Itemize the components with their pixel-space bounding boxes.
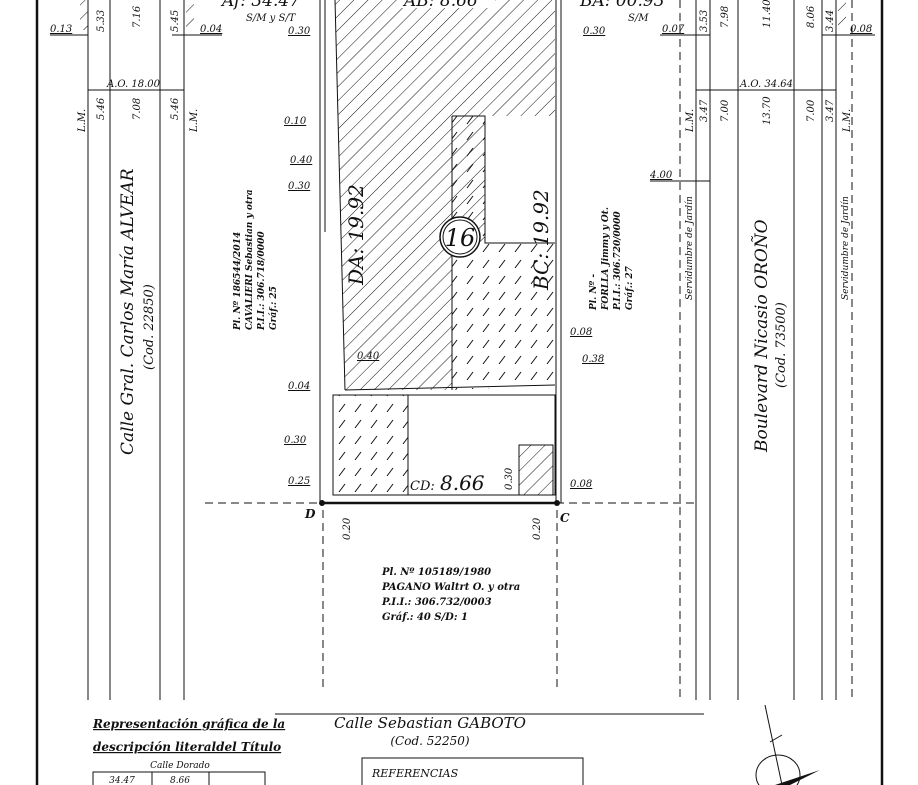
left-offset-2: 0.04: [200, 24, 222, 35]
dim: 0.20: [532, 517, 543, 540]
neighbor-line: Gráf.: 40 S/D: 1: [382, 612, 468, 623]
left-street-code: (Cod. 22850): [142, 284, 157, 370]
neighbor-line: Pl. Nº 186544/2014: [233, 232, 243, 331]
right-offset-2: 0.08: [850, 24, 872, 35]
title-table: [92, 771, 266, 785]
garden-label-2: Servidumbre de Jardín: [840, 196, 851, 300]
side-da: DA: 19.92: [344, 184, 368, 286]
neighbor-line: FORLLA Jimmy y Ot.: [601, 207, 611, 311]
side-ab: AB: 8.66: [402, 0, 478, 11]
table-cell: 34.47: [109, 776, 135, 785]
references-box: [361, 757, 584, 785]
dim: 13.70: [762, 96, 773, 125]
left-offset: 0.13: [50, 24, 72, 35]
dim: 0.30: [504, 467, 515, 490]
dim: 5.46: [96, 97, 107, 120]
lot-number-badge: 16: [439, 216, 481, 258]
neighbor-line: P.I.I.: 306.718/0000: [257, 231, 267, 331]
top-labels: [218, 0, 675, 8]
neighbor-line: CAVALIERI Sebastian y otra: [245, 189, 255, 330]
side-ba: BA: 00.93: [579, 0, 665, 11]
dim: 0.30: [583, 26, 606, 37]
dim: 7.00: [806, 99, 817, 122]
dim: 0.30: [288, 26, 311, 37]
neighbor-line: P.I.I.: 306.720/0000: [613, 211, 623, 311]
dim: 0.08: [570, 327, 592, 338]
dim: 0.04: [288, 381, 310, 392]
side-af: Af: 34.47: [220, 0, 300, 11]
dim: 3.47: [825, 99, 836, 122]
dim: 5.33: [96, 10, 107, 32]
title-line-1: Representación gráfica de la: [92, 717, 285, 731]
table-cell: 8.66: [170, 776, 190, 785]
dim: 7.98: [720, 6, 731, 28]
lm-label: L.M.: [842, 109, 853, 133]
right-street-name: Boulevard Nicasio OROÑO: [751, 219, 772, 453]
neighbor-line: Pl. Nº 105189/1980: [381, 567, 491, 578]
dim: 3.47: [699, 99, 710, 122]
dim: 7.00: [720, 99, 731, 122]
left-street-name: Calle Gral. Carlos María ALVEAR: [118, 168, 138, 455]
bottom-street-code: (Cod. 52250): [390, 734, 470, 748]
dim: 7.08: [132, 98, 143, 120]
neighbor-line: Gráf.: 27: [624, 265, 635, 310]
lm-label: L.M.: [685, 109, 696, 133]
neighbor-right: Pl. Nº - FORLLA Jimmy y Ot. P.I.I.: 306.…: [589, 207, 635, 311]
corner-d: D: [304, 507, 316, 521]
references-title: REFERENCIAS: [371, 767, 459, 780]
dim: 0.08: [570, 479, 592, 490]
title-line-2: descripción literaldel Título: [93, 740, 281, 754]
dim: 11.40: [762, 0, 773, 28]
right-street-code: (Cod. 73500): [774, 302, 789, 388]
dim: 0.40: [357, 351, 380, 362]
north-arrow-icon: [755, 704, 820, 785]
neighbor-bottom: Pl. Nº 105189/1980 PAGANO Waltrt O. y ot…: [381, 567, 520, 623]
neighbor-left: Pl. Nº 186544/2014 CAVALIERI Sebastian y…: [233, 189, 279, 331]
neighbor-line: PAGANO Waltrt O. y otra: [381, 582, 520, 593]
note-sm-st: S/M y S/T: [246, 13, 297, 24]
right-street-lines: [650, 0, 875, 700]
side-cd-value: 8.66: [440, 471, 485, 495]
side-cd-label: CD:: [410, 479, 435, 494]
lm-label: L.M.: [77, 109, 88, 133]
corner-c: C: [560, 511, 570, 525]
left-street-lines: [50, 0, 222, 700]
lm-label: L.M.: [189, 109, 200, 133]
neighbor-line: Pl. Nº -: [589, 274, 599, 311]
dim: 0.30: [288, 181, 311, 192]
dim: 7.16: [132, 5, 143, 28]
dim: 3.44: [825, 10, 836, 32]
neighbor-line: P.I.I.: 306.732/0003: [381, 597, 492, 608]
title-street: Calle Dorado: [150, 761, 210, 771]
bottom-street-name: Calle Sebastian GABOTO: [334, 714, 526, 732]
side-bc: BC: 19.92: [529, 189, 553, 291]
dim: 0.38: [582, 354, 604, 365]
neighbor-line: Gráf.: 25: [268, 286, 279, 330]
dim: 0.20: [342, 517, 353, 540]
dim: 0.40: [290, 155, 313, 166]
dim: 3.53: [699, 10, 710, 32]
dim: 5.46: [170, 97, 181, 120]
dim: 0.25: [288, 476, 310, 487]
left-ao: A.O. 18.00: [106, 79, 161, 90]
dim: 8.06: [806, 5, 817, 28]
dim: 0.10: [284, 116, 307, 127]
garden-depth: 4.00: [649, 170, 673, 181]
dim: 5.45: [170, 10, 181, 32]
lot-number: 16: [445, 224, 476, 252]
right-offset: 0.07: [662, 24, 685, 35]
note-sm: S/M: [628, 13, 649, 24]
right-ao: A.O. 34.64: [739, 79, 793, 90]
dim: 0.30: [284, 435, 307, 446]
garden-label: Servidumbre de Jardín: [684, 196, 695, 300]
